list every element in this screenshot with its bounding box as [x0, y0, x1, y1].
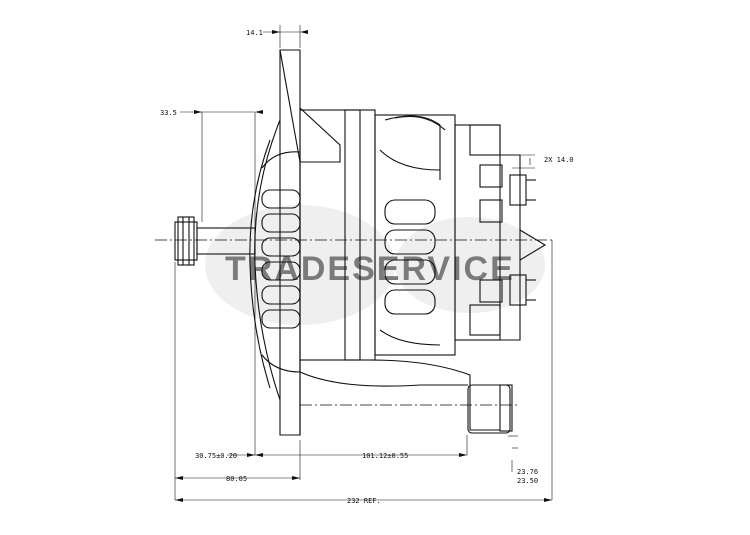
arrowheads: [175, 30, 552, 502]
front-housing-curve-2: [249, 139, 271, 389]
dimension-lines: [175, 31, 552, 501]
dim-shaft-to-mount: 80.05: [226, 475, 247, 483]
watermark: TRADESERVICE: [205, 205, 545, 325]
dim-mount-offset: 30.75±0.20: [195, 452, 237, 460]
dim-overall-length: 232 REF.: [347, 497, 381, 505]
dim-mount-span: 101.12±0.55: [362, 452, 408, 460]
dim-foot-max: 23.76: [517, 468, 538, 476]
lower-mount-foot: [280, 359, 513, 436]
alternator-outline: [174, 49, 547, 436]
terminal-3: [479, 279, 503, 303]
rear-cover: [454, 124, 521, 341]
terminal-1: [479, 164, 503, 188]
dim-top-width: 14.1: [246, 29, 263, 37]
shaft-washer: [177, 216, 195, 266]
extension-lines: [174, 25, 553, 500]
dim-flange-offset: 33.5: [160, 109, 177, 117]
watermark-blob-right: [395, 217, 545, 313]
dimension-labels: 14.1 33.5 2X 14.0 30.75±0.20 101.12±0.55…: [160, 29, 574, 505]
dim-terminal-spacing: 2X 14.0: [544, 156, 574, 164]
dim-foot-min: 23.50: [517, 477, 538, 485]
terminal-studs: [509, 174, 547, 306]
winding-fins: [261, 151, 301, 373]
center-lines: [155, 239, 555, 406]
terminal-2: [479, 199, 503, 223]
upper-mount-ear: [279, 49, 341, 163]
